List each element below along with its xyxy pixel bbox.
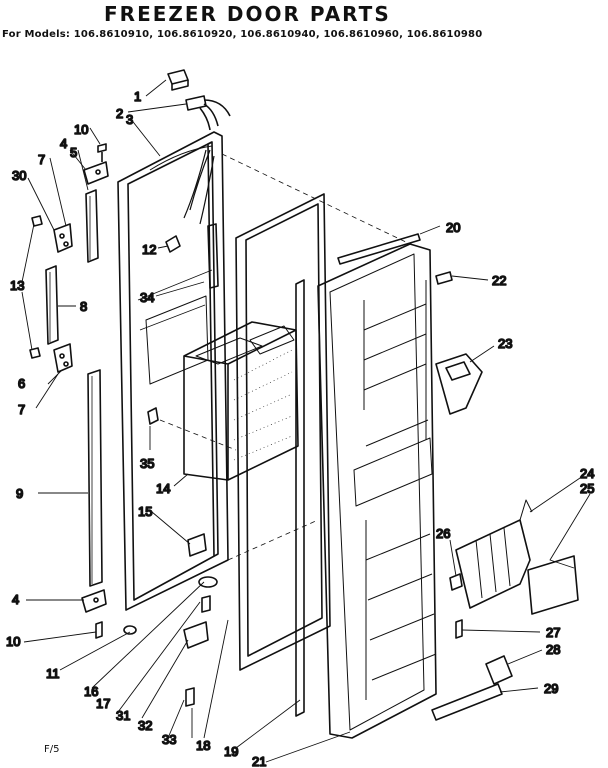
callout-27: 27 <box>546 625 560 640</box>
screw-part-27 <box>455 619 463 639</box>
screw-part-10-top <box>97 143 107 162</box>
screw-part-33 <box>185 687 195 707</box>
callout-7-bottom: 7 <box>18 402 25 417</box>
screw-part-35 <box>147 407 159 425</box>
screw-part-17 <box>201 595 211 613</box>
hinge-part-30 <box>53 223 73 253</box>
diagram-title: FREEZER DOOR PARTS <box>104 2 391 26</box>
trim-strip-part-9 <box>87 369 103 587</box>
callout-10-top: 10 <box>74 122 88 137</box>
callout-25: 25 <box>580 481 594 496</box>
door-outer-panel-part-3 <box>117 131 229 611</box>
callout-15: 15 <box>138 504 152 519</box>
callout-17: 17 <box>96 696 110 711</box>
callout-9: 9 <box>16 486 23 501</box>
paddle-part-28 <box>485 655 513 685</box>
callout-19: 19 <box>224 744 238 759</box>
callout-13: 13 <box>10 278 24 293</box>
page-code: F/5 <box>44 744 60 755</box>
screw-part-10-bottom <box>95 621 103 639</box>
leader-lines <box>21 79 591 763</box>
bracket-part-15 <box>187 533 207 557</box>
connector-part-1 <box>167 69 189 91</box>
switch-part-26 <box>449 573 463 591</box>
hinge-bottom-part-4 <box>81 589 107 613</box>
callout-10-bottom: 10 <box>6 634 20 649</box>
door-gasket-part-18 <box>235 193 331 671</box>
callout-26: 26 <box>436 526 450 541</box>
callout-34: 34 <box>140 290 154 305</box>
callout-23: 23 <box>498 336 512 351</box>
hinge-top-part-4 <box>83 161 109 185</box>
rod-part-20 <box>337 233 421 265</box>
callout-35: 35 <box>140 456 154 471</box>
callout-22: 22 <box>492 273 506 288</box>
callout-1: 1 <box>134 89 141 104</box>
alignment-lines <box>159 153 411 561</box>
trim-strip-part-5 <box>85 189 99 263</box>
callout-5: 5 <box>70 145 77 160</box>
callout-2: 2 <box>116 106 123 121</box>
dispenser-module-part-24 <box>455 499 533 609</box>
callout-4-top: 4 <box>60 136 67 151</box>
cover-part-25 <box>527 555 579 615</box>
callout-14: 14 <box>156 481 170 496</box>
trim-strip-part-8 <box>45 265 59 345</box>
callout-31: 31 <box>116 708 130 723</box>
wire-harness-part-2 <box>185 95 231 131</box>
screw-part-13-top <box>31 215 43 227</box>
bar-part-29 <box>431 683 503 721</box>
callout-24: 24 <box>580 466 594 481</box>
callout-33: 33 <box>162 732 176 747</box>
gasket-strip-part-19 <box>295 279 305 717</box>
callout-12: 12 <box>142 242 156 257</box>
callout-3: 3 <box>126 112 133 127</box>
chute-part-23 <box>435 353 483 415</box>
callout-6: 6 <box>18 376 25 391</box>
clip-part-12 <box>165 235 181 253</box>
model-list: For Models: 106.8610910, 106.8610920, 10… <box>2 29 483 40</box>
tube-part-34 <box>207 223 219 289</box>
hinge-part-6 <box>53 343 73 373</box>
callout-32: 32 <box>138 718 152 733</box>
screw-part-13-bottom <box>29 347 41 359</box>
washer-part-16 <box>198 576 218 588</box>
hinge-part-32 <box>183 621 209 649</box>
callout-4-bottom: 4 <box>12 592 19 607</box>
callout-8: 8 <box>80 299 87 314</box>
callout-29: 29 <box>544 681 558 696</box>
bumper-part-11 <box>123 625 137 635</box>
callout-11: 11 <box>46 666 60 681</box>
door-liner-part-21 <box>317 243 437 739</box>
callout-30: 30 <box>12 168 26 183</box>
screw-part-22 <box>435 271 453 285</box>
callout-7-top: 7 <box>38 152 45 167</box>
dispenser-housing-part-14 <box>183 321 299 481</box>
callout-28: 28 <box>546 642 560 657</box>
callout-16: 16 <box>84 684 98 699</box>
callout-21: 21 <box>252 754 266 768</box>
callout-18: 18 <box>196 738 210 753</box>
callout-20: 20 <box>446 220 460 235</box>
